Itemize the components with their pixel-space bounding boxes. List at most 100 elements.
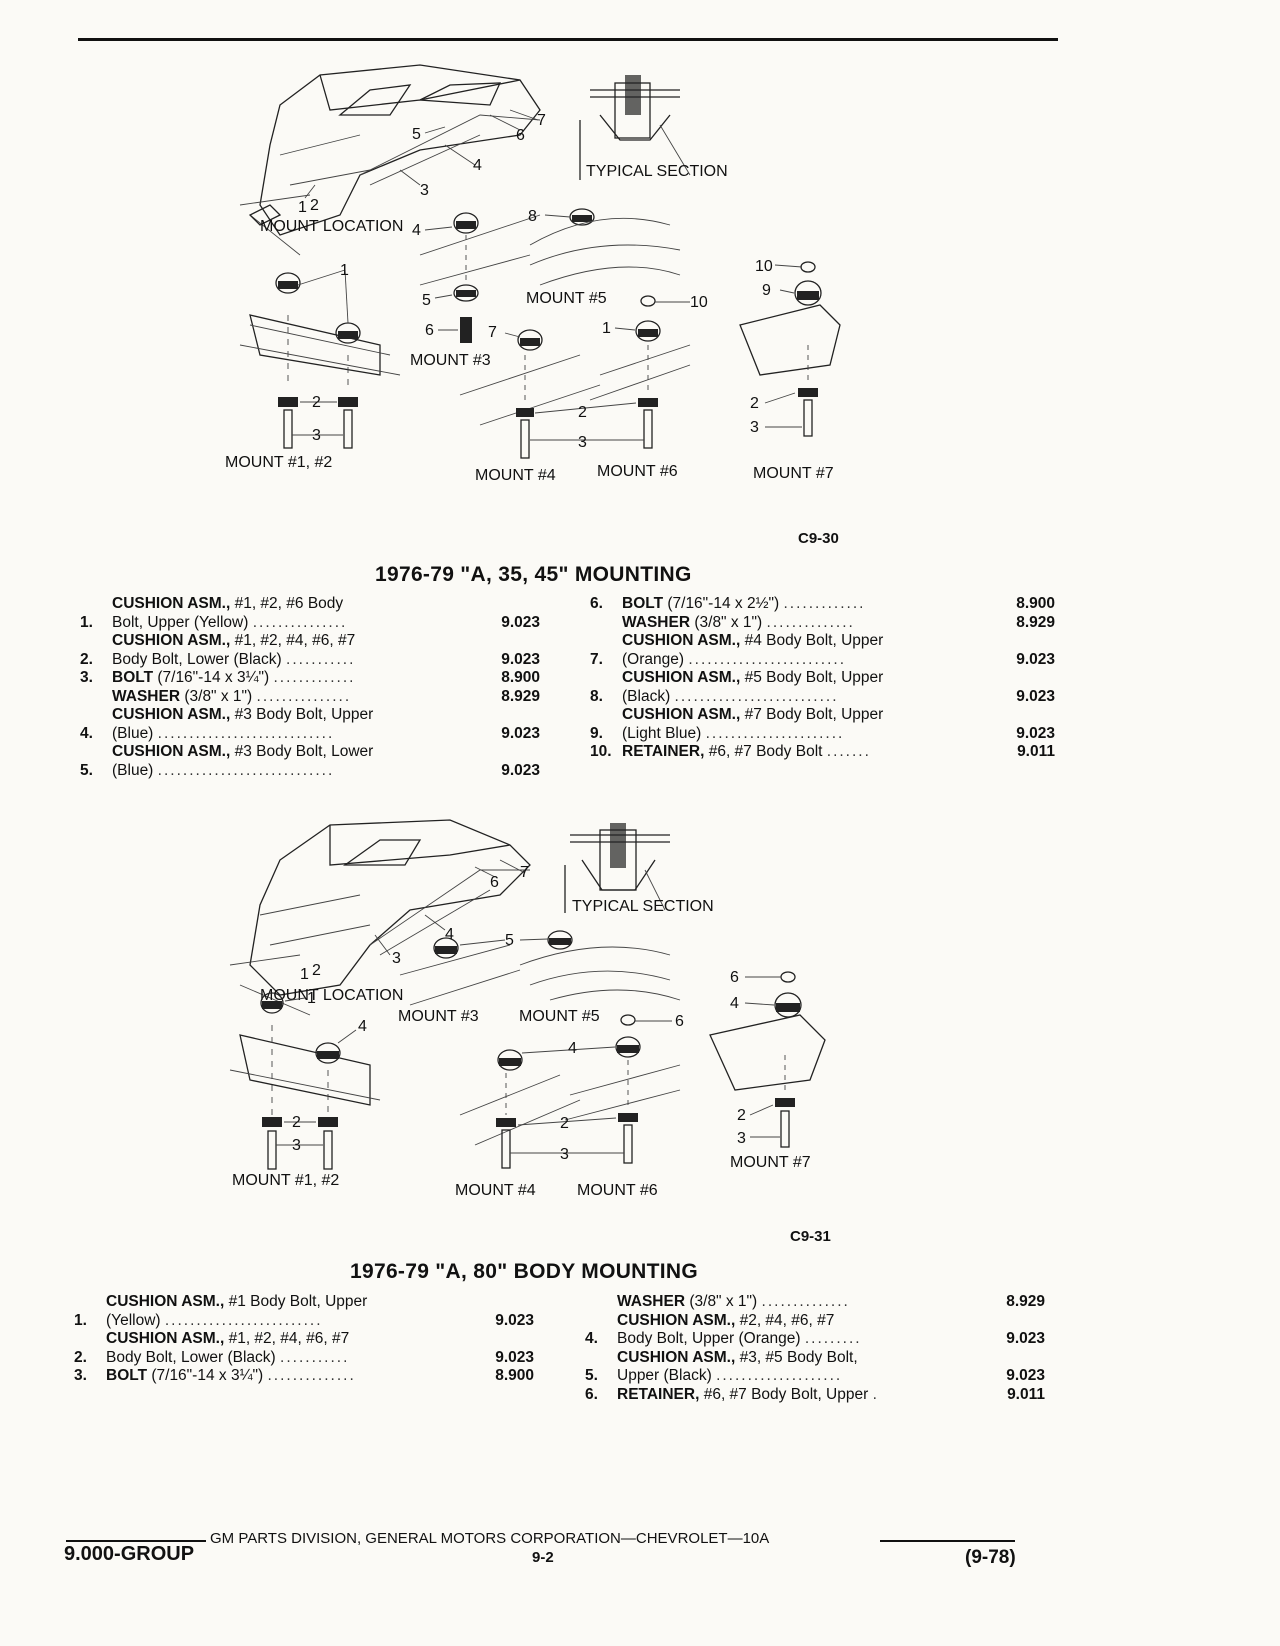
item-number: 6. <box>585 1385 598 1403</box>
item-name: WASHER <box>622 613 691 631</box>
parts-list-a80-right: WASHER (3/8" x 1") .............. 8.929 … <box>585 1293 1045 1404</box>
footer-rule-left <box>66 1540 206 1542</box>
svg-text:4: 4 <box>730 995 739 1012</box>
mount-4-label: MOUNT #4 <box>455 1182 536 1199</box>
item-name: BOLT <box>112 669 154 686</box>
item-group-number: 8.900 <box>495 1367 534 1384</box>
svg-text:4: 4 <box>473 157 482 174</box>
item-group-number: 8.900 <box>501 669 540 686</box>
list-item: 3. BOLT (7/16"-14 x 3¼") ............. 8… <box>80 669 540 686</box>
item-desc: #6, #7 Body Bolt, Upper <box>699 1385 869 1403</box>
item-desc: #7 Body Bolt, Upper <box>740 706 884 723</box>
mount-4-illustration <box>459 1049 581 1169</box>
svg-text:3: 3 <box>750 419 759 436</box>
svg-text:2: 2 <box>578 404 587 421</box>
item-desc: #4 Body Bolt, Upper <box>740 632 884 649</box>
svg-text:6: 6 <box>730 969 739 986</box>
svg-text:3: 3 <box>292 1137 301 1154</box>
svg-text:2: 2 <box>560 1115 569 1132</box>
svg-text:7: 7 <box>520 864 529 881</box>
item-desc-2: Upper (Black) <box>617 1367 712 1384</box>
svg-text:10: 10 <box>690 294 708 311</box>
item-desc-2: Body Bolt, Lower (Black) <box>106 1348 276 1366</box>
svg-text:7: 7 <box>537 112 546 129</box>
item-number: 2. <box>80 650 93 668</box>
item-name: WASHER <box>112 687 181 705</box>
parts-list-a35-45-right: 6. BOLT (7/16"-14 x 2½") ............. 8… <box>590 595 1055 762</box>
mount-6-label: MOUNT #6 <box>597 463 678 480</box>
parts-list-a80-left: 1. CUSHION ASM., #1 Body Bolt, Upper(Yel… <box>74 1293 534 1386</box>
svg-text:1: 1 <box>307 990 316 1007</box>
svg-text:10: 10 <box>755 258 773 275</box>
svg-text:2: 2 <box>292 1114 301 1131</box>
svg-text:6: 6 <box>425 322 434 339</box>
item-group-number: 9.023 <box>501 650 540 668</box>
item-name: CUSHION ASM., <box>106 1330 225 1347</box>
svg-text:2: 2 <box>312 962 321 979</box>
item-group-number: 9.023 <box>1016 687 1055 705</box>
item-desc: (3/8" x 1") <box>685 1293 758 1310</box>
mount-7-label: MOUNT #7 <box>753 465 834 482</box>
item-desc-2: Body Bolt, Upper (Orange) <box>617 1330 801 1347</box>
svg-text:5: 5 <box>505 932 514 949</box>
item-desc-2: (Black) <box>622 687 671 705</box>
item-desc-2: Body Bolt, Lower (Black) <box>112 650 282 668</box>
item-group-number: 9.011 <box>1017 743 1055 760</box>
section-title-a35-45: 1976-79 "A, 35, 45" MOUNTING <box>375 563 692 586</box>
item-desc-2: (Light Blue) <box>622 724 702 742</box>
list-item: 4. CUSHION ASM., #3 Body Bolt, Upper(Blu… <box>80 706 540 742</box>
item-desc: #3, #5 Body Bolt, <box>735 1348 858 1366</box>
list-item: 9. CUSHION ASM., #7 Body Bolt, Upper(Lig… <box>590 706 1055 742</box>
item-name: CUSHION ASM., <box>622 632 741 649</box>
car-body-illustration <box>239 64 541 256</box>
svg-text:1: 1 <box>340 262 349 279</box>
svg-text:1: 1 <box>298 199 307 216</box>
mount-7-illustration: 10 9 2 3 <box>739 258 841 437</box>
mount-5-label: MOUNT #5 <box>526 290 607 307</box>
list-item: 5. CUSHION ASM., #3, #5 Body Bolt,Upper … <box>585 1348 1045 1385</box>
item-desc: (7/16"-14 x 3¼") <box>153 669 270 686</box>
item-name: CUSHION ASM., <box>617 1311 736 1329</box>
footer-page-number: 9-2 <box>532 1549 554 1566</box>
mount-4-illustration: 7 <box>459 324 601 459</box>
item-group-number: 8.900 <box>1016 595 1055 612</box>
mount-7-label: MOUNT #7 <box>730 1154 811 1171</box>
item-name: CUSHION ASM., <box>622 669 741 686</box>
item-name: CUSHION ASM., <box>106 1293 225 1310</box>
svg-text:5: 5 <box>422 292 431 309</box>
mount-5-illustration: 8 <box>528 208 681 286</box>
list-item: 3. BOLT (7/16"-14 x 3¼") .............. … <box>74 1367 534 1384</box>
svg-text:3: 3 <box>578 434 587 451</box>
svg-text:2: 2 <box>737 1107 746 1124</box>
item-desc: (7/16"-14 x 2½") <box>663 595 780 612</box>
svg-text:2: 2 <box>310 197 319 214</box>
item-desc: #1, #2, #4, #6, #7 <box>230 632 356 649</box>
footer-publisher: GM PARTS DIVISION, GENERAL MOTORS CORPOR… <box>210 1530 770 1547</box>
item-desc: #1, #2, #4, #6, #7 <box>224 1330 350 1347</box>
mount-5-label: MOUNT #5 <box>519 1008 600 1025</box>
svg-text:3: 3 <box>560 1146 569 1163</box>
typical-section-label: TYPICAL SECTION <box>572 898 714 915</box>
item-number: 7. <box>590 650 603 668</box>
item-name: CUSHION ASM., <box>112 706 231 723</box>
item-desc: #3 Body Bolt, Upper <box>230 706 374 723</box>
footer-rule-right <box>880 1540 1015 1542</box>
item-name: CUSHION ASM., <box>112 595 231 612</box>
item-number: 4. <box>80 724 93 742</box>
svg-text:7: 7 <box>488 324 497 341</box>
svg-text:4: 4 <box>358 1018 367 1035</box>
list-item: 5. CUSHION ASM., #3 Body Bolt, Lower(Blu… <box>80 743 540 779</box>
item-group-number: 9.023 <box>501 613 540 631</box>
svg-text:1: 1 <box>300 966 309 983</box>
section-title-a80: 1976-79 "A, 80" BODY MOUNTING <box>350 1260 698 1283</box>
top-rule <box>78 38 1058 41</box>
item-number: 3. <box>80 669 93 686</box>
item-number: 6. <box>590 595 603 612</box>
mount-6-illustration: 10 1 2 3 <box>530 294 708 451</box>
